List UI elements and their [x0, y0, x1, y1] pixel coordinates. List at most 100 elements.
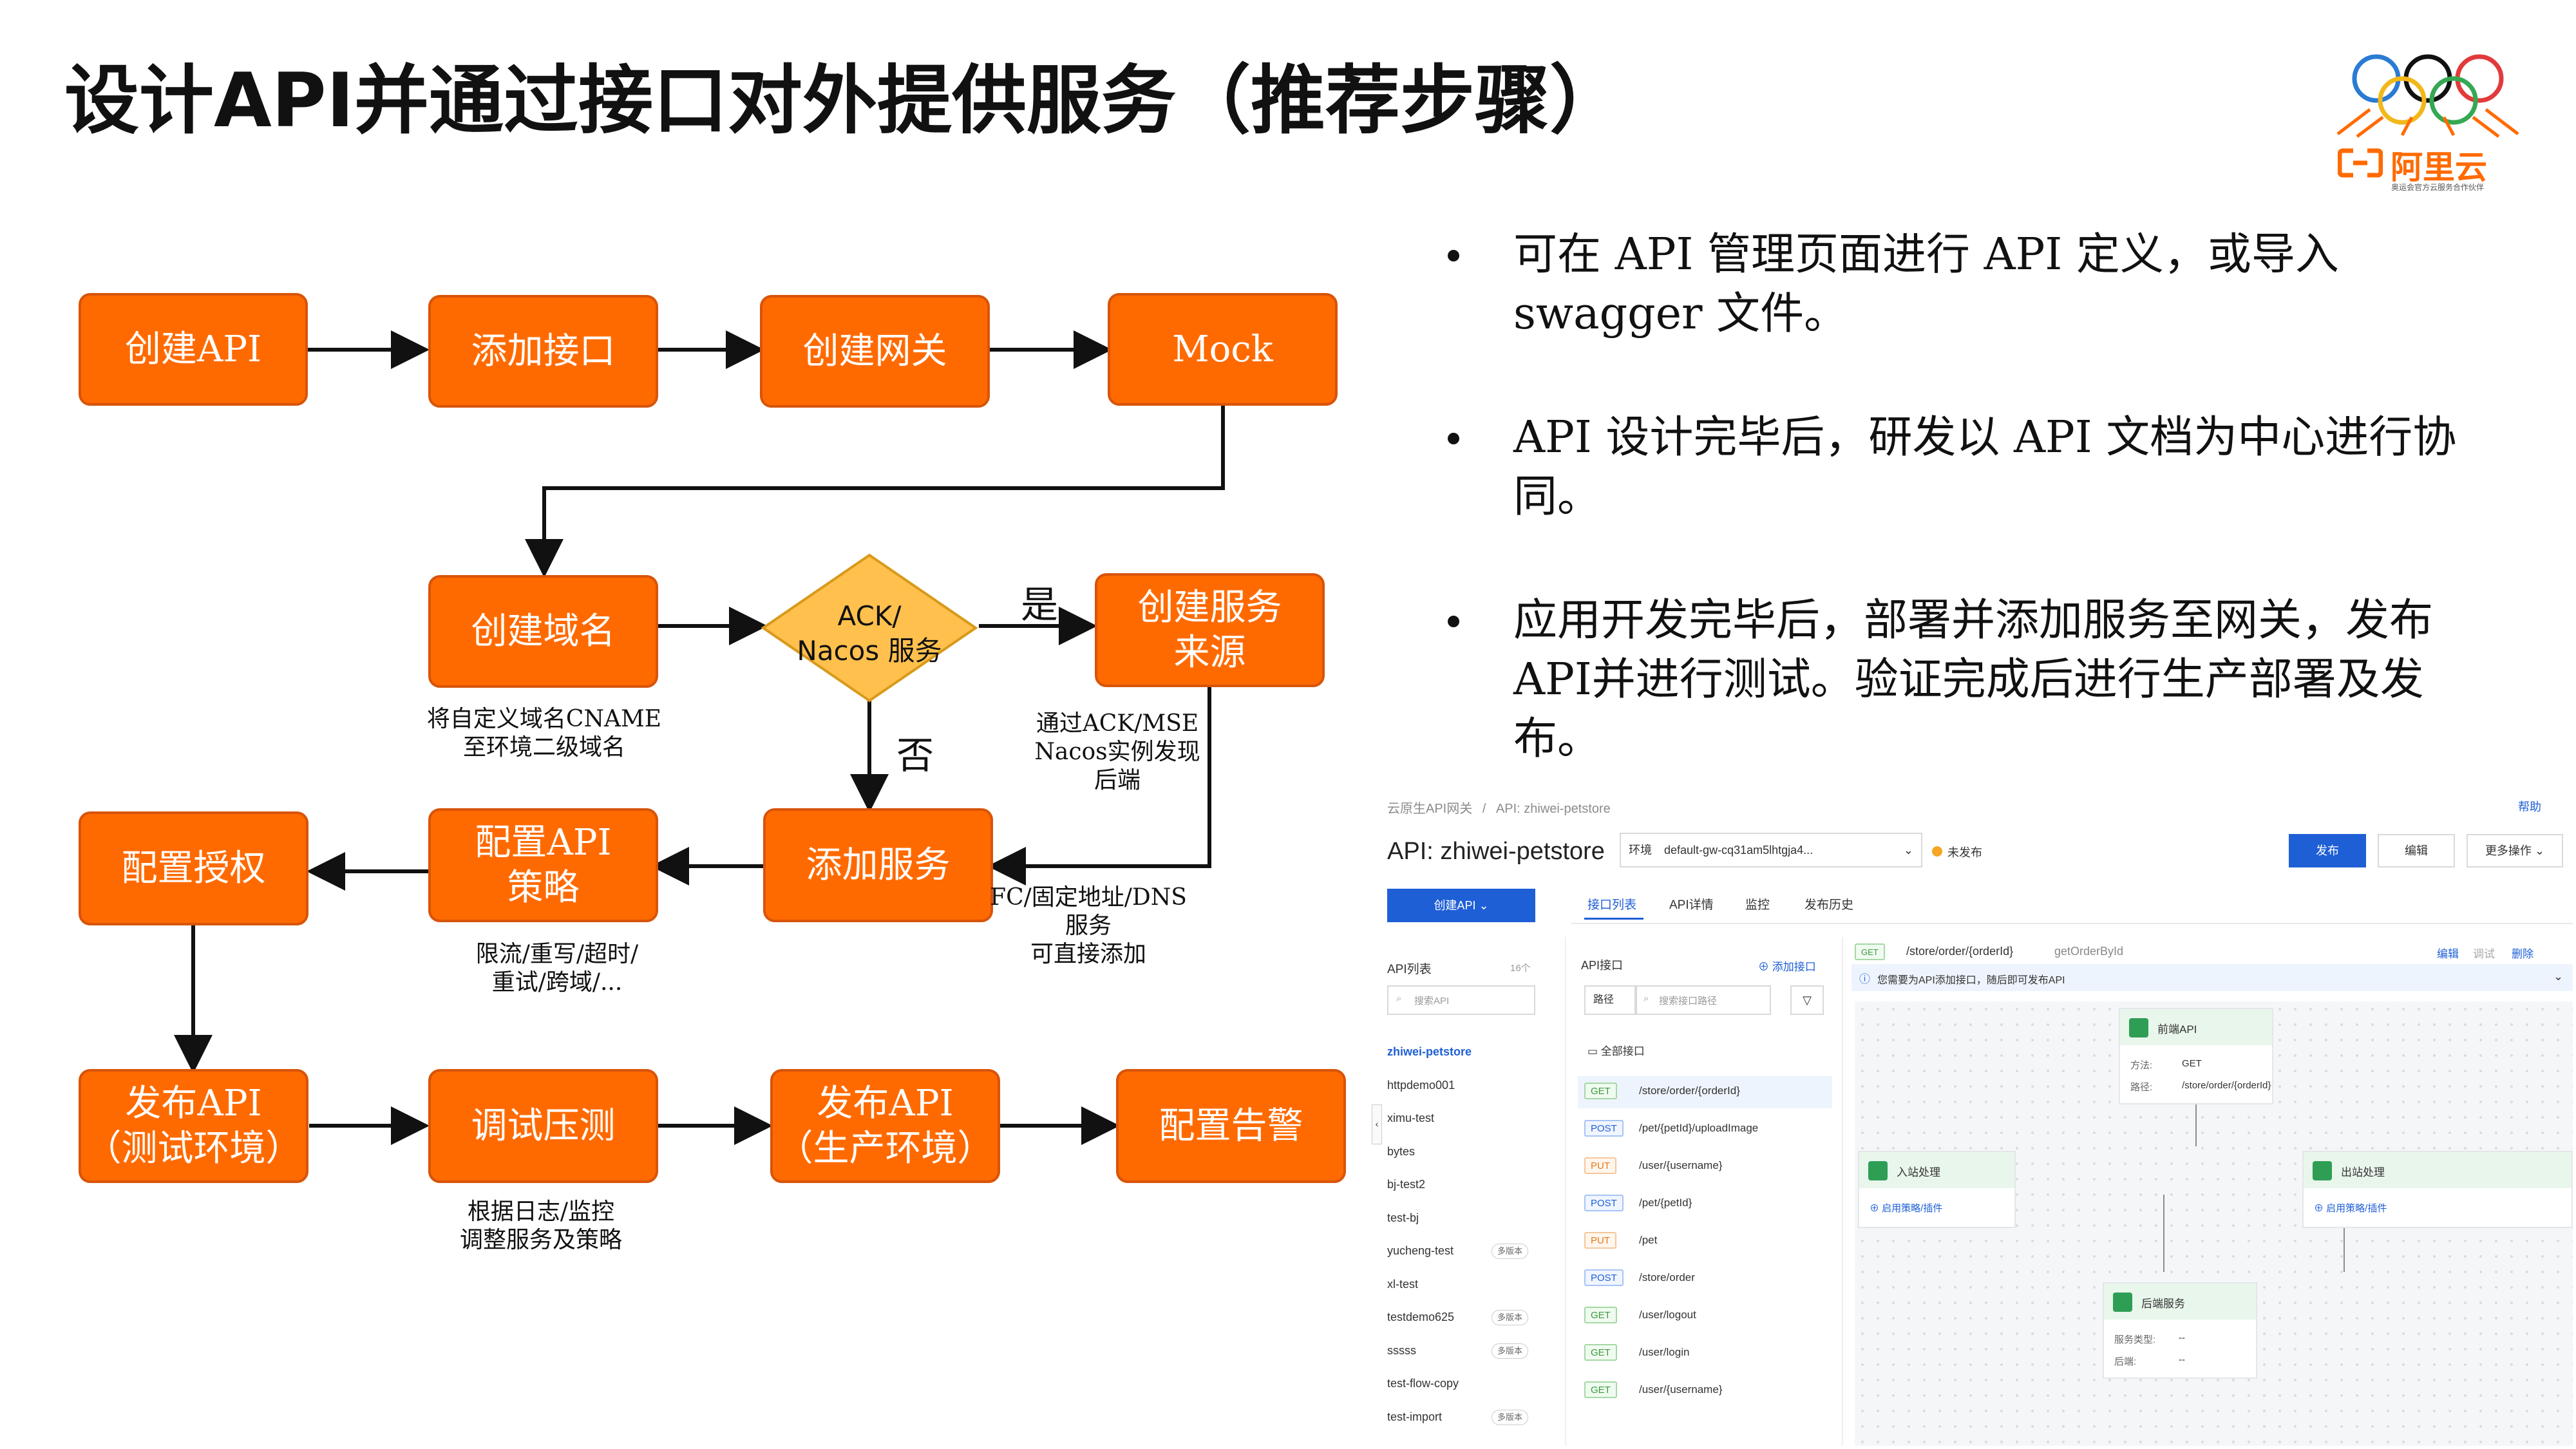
environment-value: default-gw-cq31am5lhtgja4... — [1664, 844, 1814, 857]
notice-bar: ⓘ 您需要为API添加接口，随后即可发布API ⌄ — [1852, 964, 2573, 991]
tab-publish-history[interactable]: 发布历史 — [1804, 898, 1854, 912]
api-search-placeholder: 搜索API — [1414, 996, 1450, 1007]
inbound-processing-card[interactable]: 入站处理 ⊕ 启用策略/插件 — [1858, 1151, 2016, 1228]
api-count: 16个 — [1510, 963, 1531, 974]
folder-icon: ▭ — [1587, 1045, 1601, 1057]
sidebar-item-api[interactable]: test-bj — [1387, 1211, 1419, 1224]
bullet-text: 可在 API 管理页面进行 API 定义，或导入 swagger 文件。 — [1513, 229, 2339, 339]
service-type-value: -- — [2179, 1332, 2185, 1343]
endpoint-row[interactable]: PUT /pet — [1578, 1226, 1832, 1258]
tab-divider — [1571, 923, 2573, 924]
endpoint-row[interactable]: GET /store/order/{orderId} — [1578, 1076, 1832, 1108]
api-search-input[interactable]: ⌕ 搜索API — [1387, 985, 1535, 1015]
slide-title: 设计API并通过接口对外提供服务（推荐步骤） — [64, 57, 1624, 144]
chevron-down-icon: ⌄ — [2534, 844, 2545, 857]
endpoint-row[interactable]: GET /user/{username} — [1578, 1375, 1832, 1407]
monitor-icon — [2129, 1018, 2148, 1037]
sidebar-item-api[interactable]: bj-test2 — [1387, 1178, 1426, 1191]
breadcrumb-current: API: zhiwei-petstore — [1495, 802, 1611, 816]
interface-filter-select[interactable]: 路径 — [1584, 985, 1636, 1015]
olympic-rings-icon — [2336, 54, 2519, 138]
collapse-sidebar-icon[interactable]: ‹ — [1372, 1104, 1382, 1144]
path-value: /store/order/{orderId} — [2182, 1080, 2271, 1091]
method-value: GET — [2182, 1058, 2202, 1069]
inbound-icon — [1868, 1161, 1888, 1180]
method-label: 方法: — [2130, 1060, 2153, 1071]
bullet-dot — [1448, 433, 1459, 444]
node-config-alert: 配置告警 — [1116, 1069, 1346, 1183]
sidebar-item-api[interactable]: testdemo625 — [1387, 1311, 1455, 1323]
status-dot-icon — [1932, 846, 1942, 857]
more-actions-button[interactable]: 更多操作 ⌄ — [2467, 834, 2563, 867]
endpoint-row[interactable]: POST /pet/{petId}/uploadImage — [1578, 1113, 1832, 1146]
endpoint-row[interactable]: POST /store/order — [1578, 1263, 1832, 1295]
node-debug-stress: 调试压测 — [428, 1069, 658, 1183]
interface-search-input[interactable]: ⌕ 搜索接口路径 — [1636, 985, 1771, 1015]
bullet-dot — [1448, 250, 1459, 261]
endpoint-path: /user/logout — [1639, 1309, 1696, 1321]
column-divider — [1565, 937, 1566, 1446]
multi-version-badge: 多版本 — [1492, 1310, 1529, 1325]
sidebar-item-api[interactable]: zhiwei-petstore — [1387, 1045, 1472, 1058]
card-header: 前端API — [2120, 1009, 2272, 1045]
sidebar-item-api[interactable]: httpdemo001 — [1387, 1079, 1455, 1092]
tab-monitor[interactable]: 监控 — [1745, 898, 1770, 912]
backend-card-title: 后端服务 — [2141, 1298, 2185, 1310]
outbound-icon — [2313, 1161, 2332, 1180]
detail-delete-link[interactable]: 删除 — [2512, 948, 2533, 960]
environment-label: 环境 — [1629, 844, 1652, 857]
outbound-processing-card[interactable]: 出站处理 ⊕ 启用策略/插件 — [2302, 1151, 2573, 1228]
create-api-button[interactable]: 创建API ⌄ — [1387, 889, 1535, 922]
node-mock: Mock — [1108, 293, 1338, 406]
add-interface-label: 添加接口 — [1772, 961, 1816, 973]
filter-icon[interactable]: ▽ — [1790, 985, 1824, 1015]
publish-button[interactable]: 发布 — [2289, 834, 2366, 867]
method-badge: PUT — [1584, 1232, 1616, 1249]
breadcrumb-separator: / — [1482, 802, 1486, 816]
sidebar-item-api[interactable]: yucheng-test — [1387, 1244, 1454, 1257]
all-interfaces-group[interactable]: ▭ 全部接口 — [1587, 1042, 1645, 1058]
plus-circle-icon: ⊕ — [1758, 961, 1772, 973]
endpoint-row[interactable]: POST /pet/{petId} — [1578, 1188, 1832, 1220]
enable-policy-link[interactable]: ⊕ 启用策略/插件 — [1870, 1201, 1942, 1215]
column-divider — [1842, 937, 1843, 1446]
multi-version-badge: 多版本 — [1492, 1244, 1529, 1259]
sidebar-item-api[interactable]: bytes — [1387, 1145, 1416, 1158]
alibaba-cloud-mark-icon — [2338, 148, 2383, 178]
frontend-api-card[interactable]: 前端API 方法: GET 路径: /store/order/{orderId} — [2119, 1008, 2273, 1104]
method-badge: GET — [1584, 1344, 1617, 1361]
chevron-down-icon: ⌄ — [1479, 899, 1489, 912]
tab-interface-list[interactable]: 接口列表 — [1587, 898, 1637, 912]
sidebar-item-api[interactable]: sssss — [1387, 1344, 1416, 1357]
endpoint-row[interactable]: GET /user/logout — [1578, 1300, 1832, 1332]
endpoint-row[interactable]: GET /user/login — [1578, 1338, 1832, 1370]
add-interface-button[interactable]: ⊕ 添加接口 — [1758, 958, 1816, 974]
backend-service-card[interactable]: 后端服务 服务类型: -- 后端: -- — [2103, 1282, 2257, 1379]
node-create-gateway: 创建网关 — [760, 295, 990, 408]
sidebar-item-api[interactable]: test-import — [1387, 1410, 1443, 1423]
method-badge: POST — [1584, 1120, 1624, 1137]
tab-api-detail[interactable]: API详情 — [1669, 898, 1714, 912]
breadcrumb-root[interactable]: 云原生API网关 — [1387, 802, 1473, 816]
sidebar-item-api[interactable]: ximu-test — [1387, 1112, 1435, 1124]
bullet-text: API 设计完毕后，研发以 API 文档为中心进行协同。 — [1513, 412, 2457, 522]
environment-select[interactable]: 环境 default-gw-cq31am5lhtgja4... ⌄ — [1620, 833, 1922, 867]
endpoint-row[interactable]: PUT /user/{username} — [1578, 1151, 1832, 1183]
edit-button[interactable]: 编辑 — [2378, 834, 2455, 867]
detail-path: /store/order/{orderId} — [1906, 945, 2014, 958]
method-badge: PUT — [1584, 1157, 1616, 1174]
bullet-list: 可在 API 管理页面进行 API 定义，或导入 swagger 文件。 API… — [1443, 225, 2499, 833]
detail-edit-link[interactable]: 编辑 — [2437, 948, 2459, 960]
chevron-down-icon[interactable]: ⌄ — [2553, 970, 2564, 983]
bullet-item: 应用开发完毕后，部署并添加服务至网关，发布API并进行测试。验证完成后进行生产部… — [1443, 591, 2499, 769]
help-link[interactable]: 帮助 — [2518, 800, 2541, 813]
enable-policy-link[interactable]: ⊕ 启用策略/插件 — [2314, 1201, 2387, 1215]
enable-policy-label: 启用策略/插件 — [2326, 1203, 2387, 1214]
plus-circle-icon: ⊕ — [1870, 1203, 1882, 1214]
method-badge: GET — [1584, 1083, 1617, 1099]
sidebar-item-api[interactable]: xl-test — [1387, 1278, 1419, 1291]
endpoint-path: /pet/{petId} — [1639, 1197, 1692, 1209]
status-badge: 未发布 — [1947, 846, 1982, 859]
sidebar-item-api[interactable]: test-flow-copy — [1387, 1377, 1459, 1390]
detail-debug-link[interactable]: 调试 — [2473, 948, 2495, 960]
